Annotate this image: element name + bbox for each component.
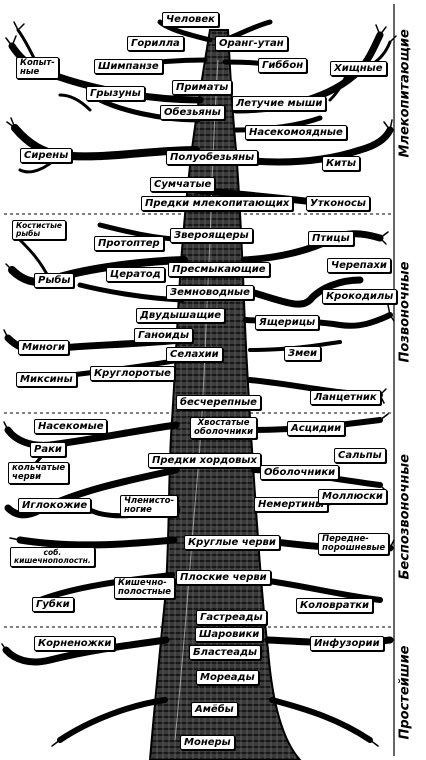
label-gryzuny: Грызуны [86,86,145,101]
label-kity: Киты [322,156,361,171]
label-primaty: Приматы [172,80,233,95]
label-kopytnye: Копыт- ные [16,57,59,79]
label-shimpanze: Шимпанзе [94,59,163,74]
label-mollyuski: Моллюски [318,489,387,504]
label-gubki: Губки [32,597,74,612]
label-korenozhki: Корненожки [34,636,116,651]
label-kolchatye: кольчатые черви [8,462,70,484]
label-bescherepnye: бесчерепные [176,395,261,410]
label-salpy: Сальпы [334,448,386,463]
label-chlenistonogie: Членисто- ногие [120,495,179,517]
label-poluobezyany: Полуобезьяны [166,150,259,165]
label-moready: Мореады [196,670,259,685]
tree-twigs [1,21,397,747]
label-miksiny: Миксины [16,372,77,387]
label-blasteady: Бластеады [189,645,262,660]
label-predki-khordovykh: Предки хордовых [148,453,261,468]
section-title-invertebrates: Беспозвоночные [397,454,413,580]
label-nasekomye: Насекомые [34,419,108,434]
label-ploskie: Плоские черви [176,570,271,585]
label-ryby: Рыбы [34,273,75,288]
label-sharoviki: Шаровики [195,627,264,642]
label-letuchie: Летучие мыши [232,96,327,111]
label-gastready: Гастреады [196,610,267,625]
label-kolovratki: Коловратки [296,598,374,613]
label-chelovek: Человек [162,12,219,27]
label-cherepakhi: Черепахи [327,258,391,273]
label-ganoidy: Ганоиды [134,328,194,343]
label-gibbon: Гиббон [258,58,308,73]
section-title-protozoa: Простейшие [397,645,413,740]
label-predki-mlek: Предки млекопитающих [141,196,294,211]
label-kruglorotye: Круглоротые [90,366,175,381]
label-sireny: Сирены [20,148,73,163]
label-presmykayushchiesya: Пресмыкающие [168,262,270,277]
label-zmei: Змеи [284,346,322,361]
label-obezyany: Обезьяны [160,105,225,120]
label-selakhii: Селахии [166,347,223,362]
label-lantsetnik: Ланцетник [310,390,381,405]
label-infuzorii: Инфузории [310,636,384,651]
label-khvostatye: Хвостатые оболочники [190,417,258,439]
label-sumchatye: Сумчатые [150,177,216,192]
label-raki: Раки [30,442,66,457]
label-minogi: Миноги [18,340,69,355]
label-dvudyshashchie: Двудышащие [136,308,226,323]
label-iglokozhie: Иглокожие [18,498,92,513]
label-utkonosy: Утконосы [306,196,370,211]
label-orang: Оранг-утан [215,36,288,51]
label-peredneporoshnevye: Передне- порошневые [318,533,390,555]
label-gorilla: Горилла [127,36,184,51]
label-kostistye: Костистые рыбы [12,220,66,240]
label-cheratod: Цератод [106,267,165,282]
label-ameby: Амёбы [191,702,238,717]
label-ptitsy: Птицы [308,231,354,246]
label-sob-kishechnopolostnye: соб. кишечнополостн. [10,547,95,567]
label-monery: Монеры [180,735,235,750]
label-zveroyashchery: Звероящеры [170,228,253,243]
label-yashcheritsy: Ящерицы [255,315,320,330]
section-title-vertebrates: Позвоночные [397,261,413,363]
label-kruglye: Круглые черви [184,535,280,550]
label-nasekomoyadnye: Насекомоядные [245,125,347,140]
label-protopter: Протоптер [94,236,164,251]
label-hishchnye: Хищные [330,61,387,76]
label-kishechnopolostnye: Кишечно- полостные [114,577,176,599]
label-zemnovodnye: Земноводные [166,285,254,300]
section-title-mammals: Млекопитающие [397,29,413,158]
label-astsidii: Асцидии [287,421,346,436]
label-krokodily: Крокодилы [322,289,398,304]
label-obolochniki: Оболочники [260,465,340,480]
label-nemertiny: Немертины [254,497,329,512]
